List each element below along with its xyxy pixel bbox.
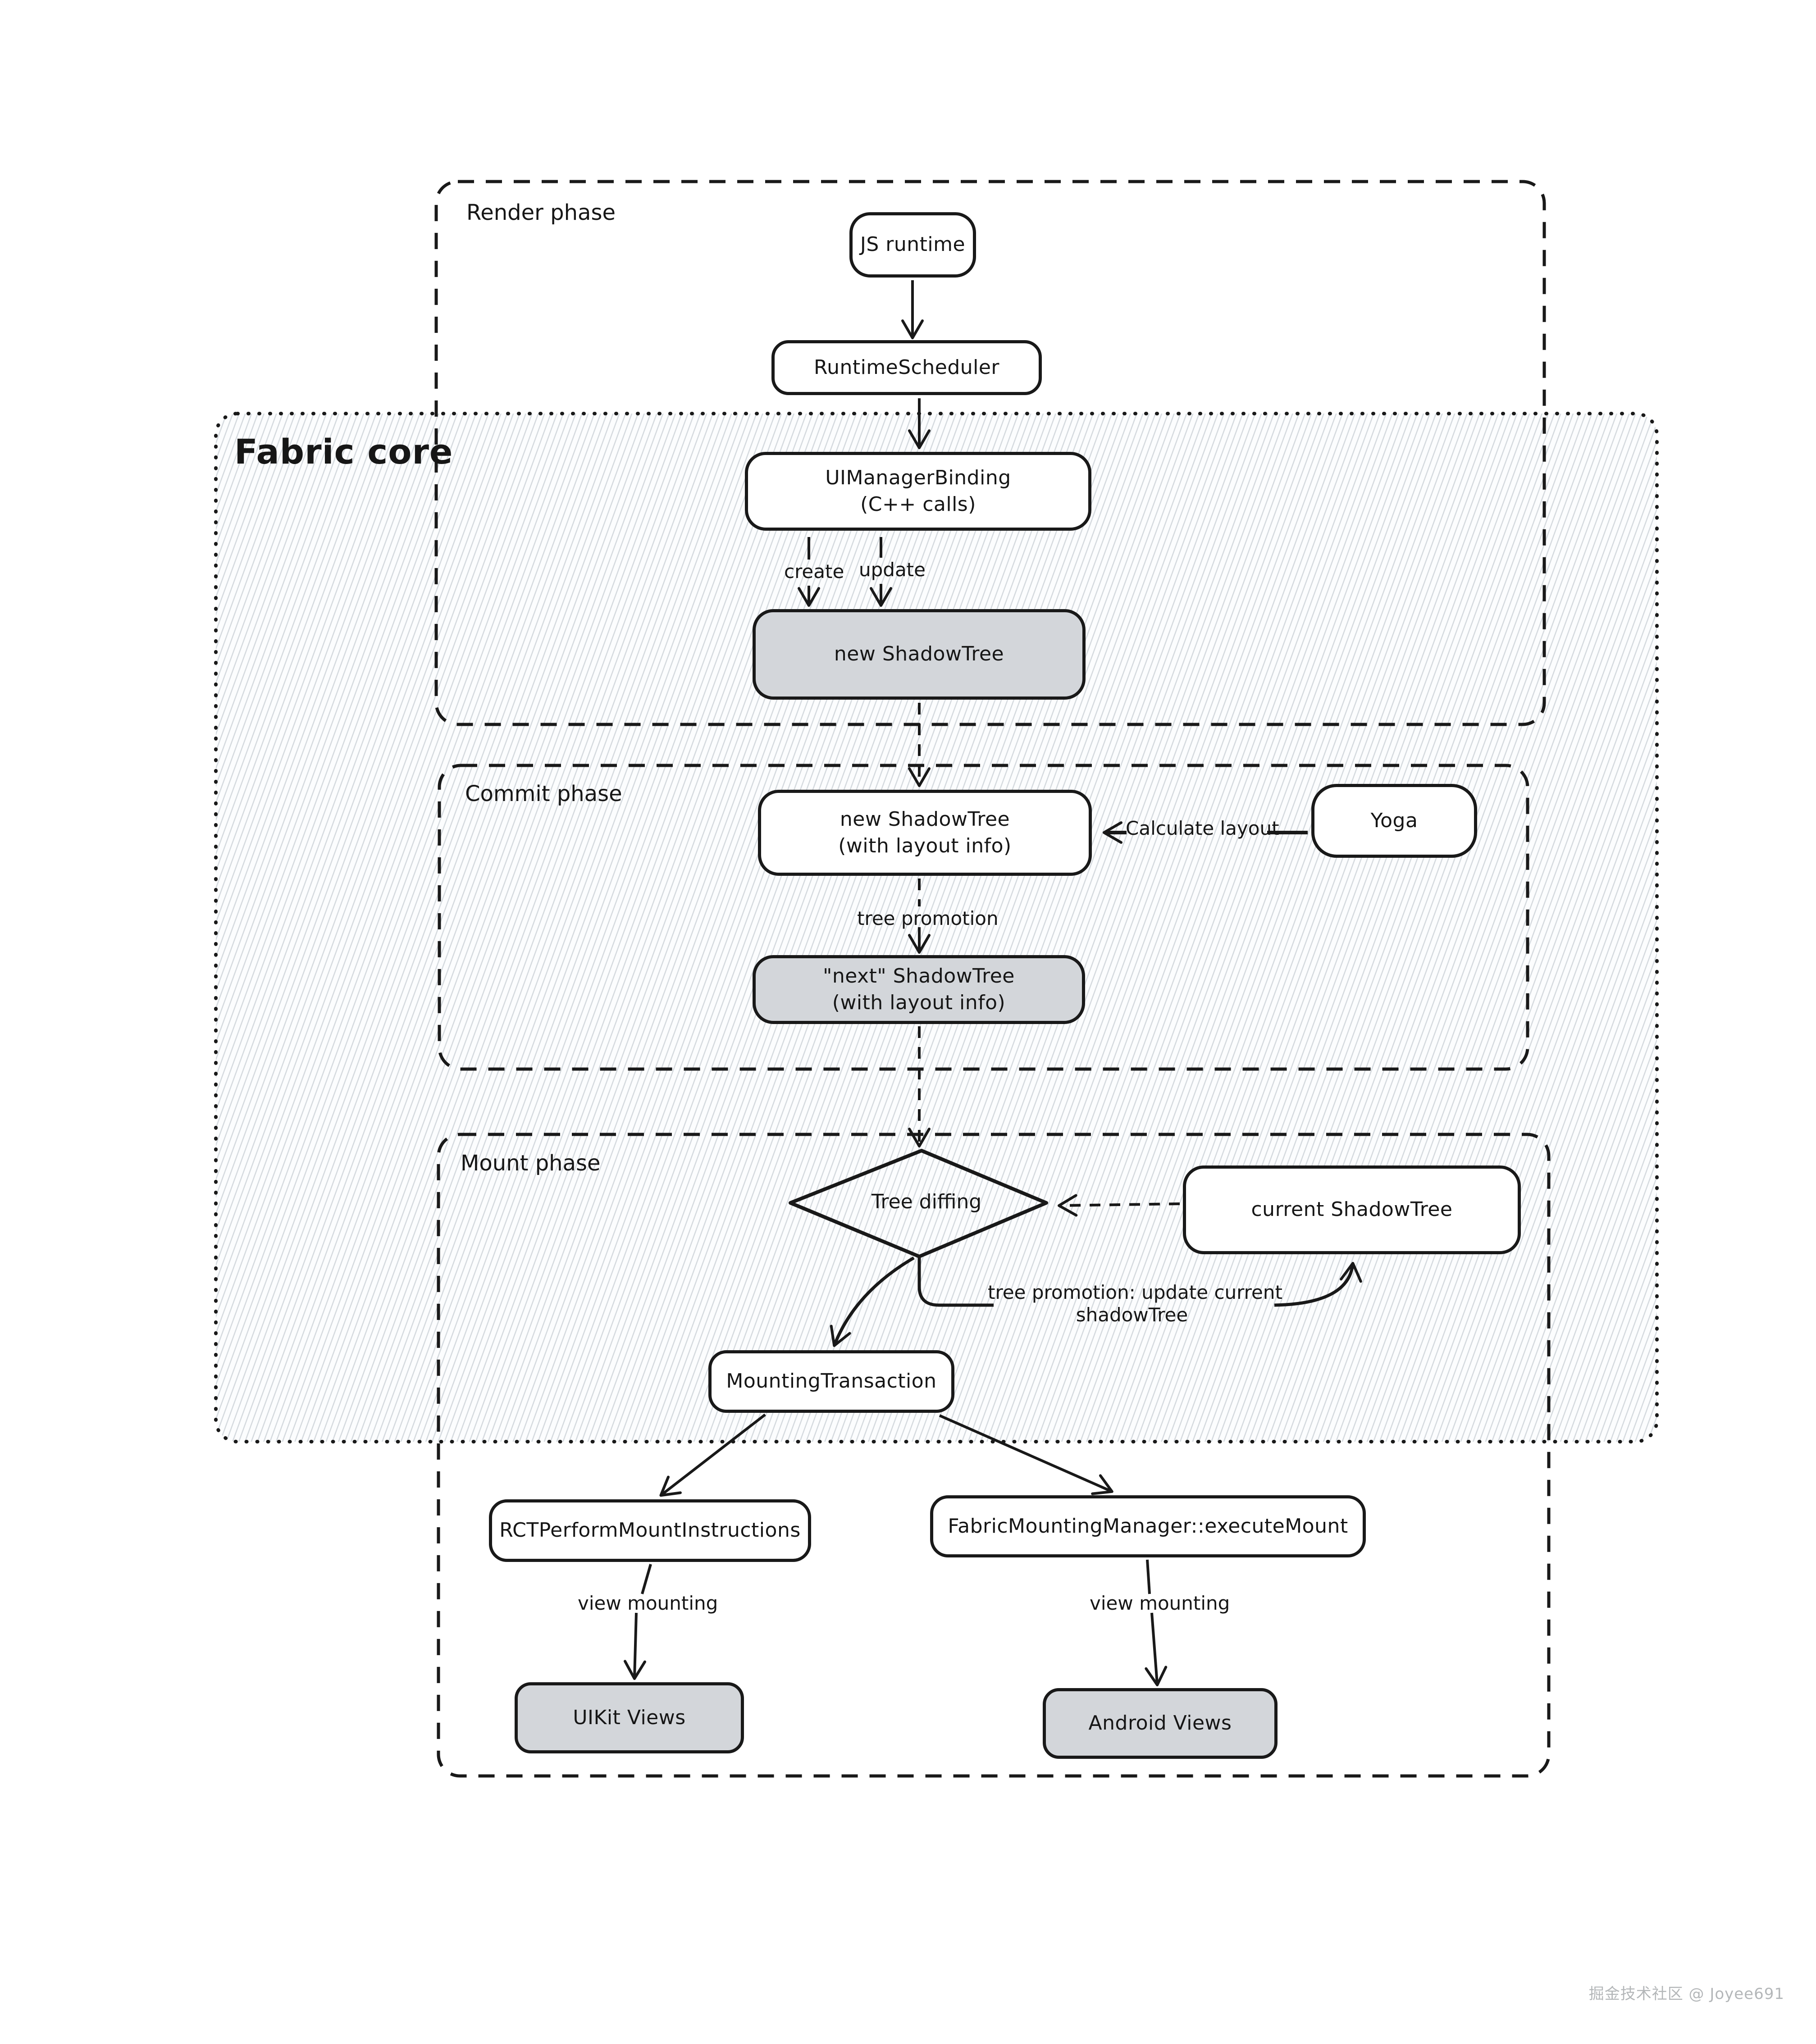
render-phase-box [434,180,1546,726]
arrow-mounting-to-fabricmm [939,1414,1113,1495]
node-ui-manager-binding: UIManagerBinding (C++ calls) [745,452,1091,531]
node-current-shadow-tree-label: current ShadowTree [1251,1198,1453,1221]
edge-label-tree-promotion-update-line2: shadowTree [1076,1304,1188,1326]
line-fabricmm-down [1146,1559,1151,1594]
node-new-shadow-tree: new ShadowTree [753,609,1086,700]
node-fabric-mounting-manager: FabricMountingManager::executeMount [930,1495,1366,1557]
commit-phase-box [438,764,1529,1071]
edge-label-tree-promotion-update: tree promotion: update current shadowTre… [988,1281,1282,1327]
node-ui-manager-binding-line1: UIManagerBinding [825,466,1011,490]
arrow-current-to-diffing [1058,1194,1180,1217]
edge-label-tree-promotion: tree promotion [857,907,999,929]
line-rct-down [641,1564,652,1594]
node-mounting-transaction: MountingTransaction [708,1350,954,1413]
mount-phase-label: Mount phase [461,1151,601,1176]
edge-label-view-mounting-android: view mounting [1090,1592,1230,1614]
fabric-core-label: Fabric core [234,432,453,472]
node-runtime-scheduler-label: RuntimeScheduler [813,355,1000,379]
tree-diffing-diamond [789,1149,1048,1258]
arrow-fabricmm-to-android [1145,1612,1168,1686]
node-uikit-views: UIKit Views [515,1682,744,1753]
node-next-shadow-tree-line1: "next" ShadowTree [823,965,1015,988]
node-ui-manager-binding-line2: (C++ calls) [860,492,976,516]
mount-phase-box [437,1133,1551,1778]
node-fabric-mounting-manager-label: FabricMountingManager::executeMount [948,1514,1348,1538]
watermark: 掘金技术社区 @ Joyee691 [1588,1985,1784,2003]
edge-label-view-mounting-ios: view mounting [578,1592,718,1614]
arrow-diffing-to-mounting [830,1256,915,1347]
connector-diffing-elbow [917,1258,994,1307]
node-js-runtime-label: JS runtime [860,233,966,256]
render-phase-label: Render phase [466,200,616,225]
node-js-runtime: JS runtime [849,212,976,278]
edge-label-update: update [859,559,926,581]
node-yoga-label: Yoga [1370,809,1418,832]
node-rct-perform-mount-instructions: RCTPerformMountInstructions [489,1499,811,1562]
arrow-promotion-to-current [1274,1262,1362,1307]
node-next-shadow-tree-line2: (with layout info) [832,991,1006,1014]
arrow-rct-to-uikit [624,1612,646,1680]
edge-label-tree-promotion-update-line1: tree promotion: update current [988,1281,1282,1303]
edge-label-create: create [784,560,844,583]
node-current-shadow-tree: current ShadowTree [1183,1165,1521,1254]
node-new-shadow-tree-label: new ShadowTree [834,642,1004,666]
node-android-views-label: Android Views [1088,1712,1232,1735]
node-android-views: Android Views [1043,1688,1278,1759]
node-rct-perform-mount-instructions-label: RCTPerformMountInstructions [499,1519,801,1542]
node-new-shadow-tree-layout: new ShadowTree (with layout info) [758,790,1092,876]
node-runtime-scheduler: RuntimeScheduler [771,340,1042,395]
node-new-shadow-tree-layout-line2: (with layout info) [838,834,1012,857]
tree-diffing-label: Tree diffing [871,1190,982,1213]
node-next-shadow-tree: "next" ShadowTree (with layout info) [753,955,1085,1024]
node-new-shadow-tree-layout-line1: new ShadowTree [840,808,1010,831]
node-yoga: Yoga [1311,784,1477,858]
node-uikit-views-label: UIKit Views [573,1706,686,1729]
commit-phase-label: Commit phase [465,781,622,806]
arrow-mounting-to-rct [659,1413,766,1497]
edge-label-calculate-layout: Calculate layout [1126,817,1279,839]
node-mounting-transaction-label: MountingTransaction [726,1370,937,1393]
